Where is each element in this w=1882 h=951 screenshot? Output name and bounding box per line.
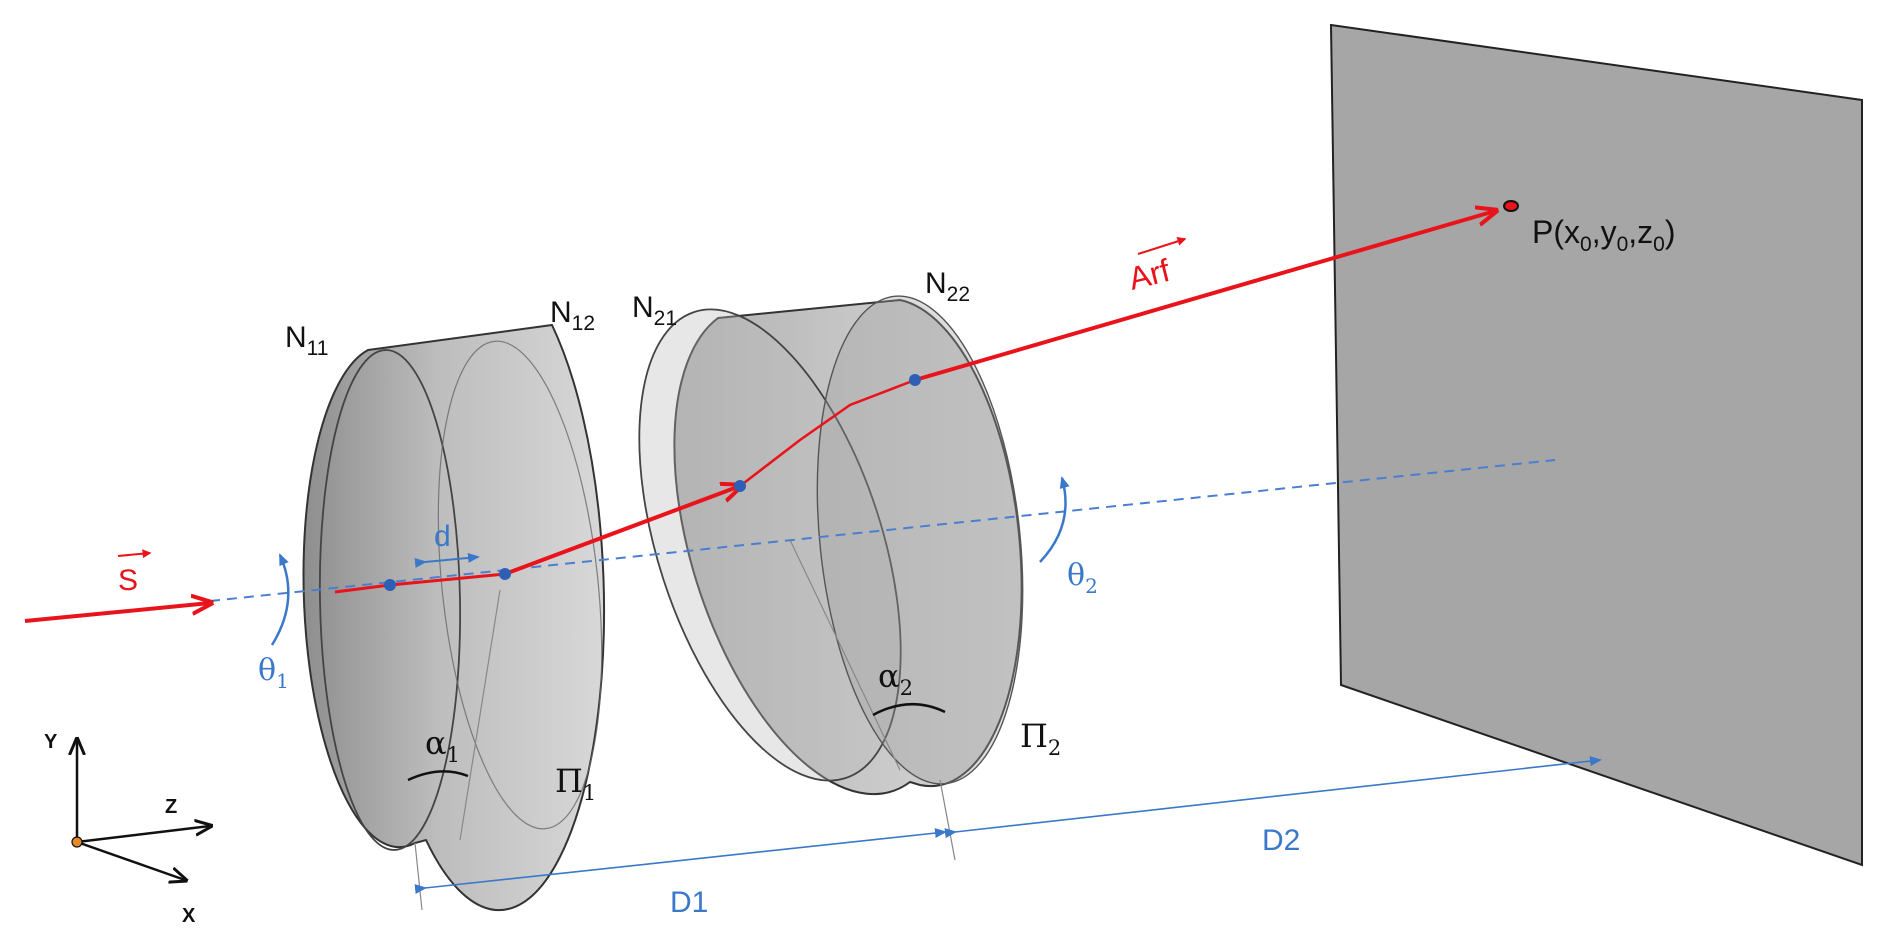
label-n22: N22 <box>925 267 970 306</box>
detection-screen <box>1329 23 1863 867</box>
prism-2 <box>638 295 1024 861</box>
label-d1: D1 <box>670 886 708 919</box>
arf-vector-mark <box>1137 236 1187 255</box>
label-point-p: P(x0,y0,z0) <box>1532 214 1676 256</box>
optical-axis <box>209 459 1556 602</box>
label-s: S <box>118 564 138 597</box>
label-arf: Arf <box>1125 252 1173 297</box>
label-pi2: Π2 <box>1020 717 1061 760</box>
label-n12: N12 <box>550 296 595 335</box>
d-dimension-arrow <box>414 552 480 568</box>
label-theta2: θ2 <box>1067 558 1098 598</box>
theta2-arc <box>1039 476 1070 563</box>
label-alpha1: α1 <box>425 724 460 767</box>
prism-1 <box>302 323 606 912</box>
label-theta1: θ1 <box>258 653 289 693</box>
label-n11: N11 <box>285 321 328 360</box>
incident-ray-s <box>24 603 210 623</box>
node-exit-prism-1 <box>499 568 511 580</box>
label-n21: N21 <box>632 291 677 330</box>
label-alpha2: α2 <box>878 657 913 700</box>
s-vector-mark <box>117 549 152 559</box>
node-entry-prism-1 <box>384 579 396 591</box>
ray-between-prisms <box>504 486 740 576</box>
ray-in-prism-2 <box>739 378 916 487</box>
axis-label-y: Y <box>44 731 58 753</box>
label-pi1: Π1 <box>555 762 596 805</box>
label-d2: D2 <box>1262 824 1300 857</box>
node-exit-prism-2 <box>909 374 921 386</box>
label-d: d <box>434 520 451 553</box>
axis-label-z: Z <box>165 796 177 818</box>
d2-dimension-arrow <box>944 756 1602 839</box>
node-entry-prism-2 <box>734 480 746 492</box>
d1-dimension-arrow <box>414 828 947 895</box>
axis-label-x: X <box>182 905 196 927</box>
coordinate-axes <box>72 740 210 880</box>
theta1-arc <box>270 553 290 646</box>
point-p-marker <box>1503 200 1519 212</box>
exit-ray-arf <box>914 211 1495 382</box>
